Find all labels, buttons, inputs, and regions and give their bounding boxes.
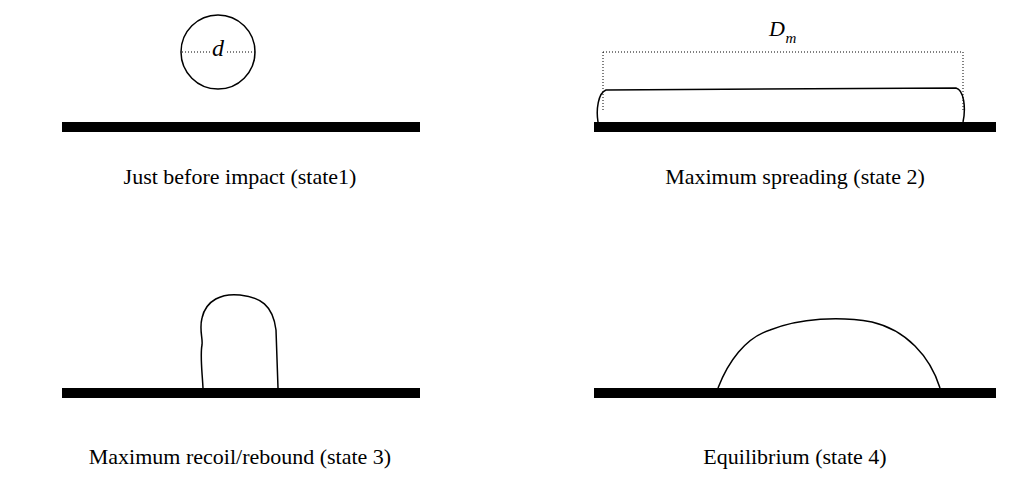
state-caption: Just before impact (state1) xyxy=(124,166,357,188)
extension-line xyxy=(603,52,604,110)
diameter-symbol: d xyxy=(211,36,225,60)
recoil-droplet xyxy=(201,295,278,388)
substrate xyxy=(62,388,420,398)
substrate xyxy=(62,122,420,132)
state-caption: Maximum recoil/rebound (state 3) xyxy=(89,446,391,468)
extension-line xyxy=(963,52,964,110)
spread-droplet xyxy=(597,88,964,122)
droplet-outline xyxy=(181,15,255,89)
substrate xyxy=(594,388,996,398)
substrate xyxy=(594,122,996,132)
dimension-subscript: m xyxy=(786,31,797,46)
dimension-line xyxy=(603,52,963,53)
equilibrium-droplet xyxy=(718,319,940,388)
dimension-symbol: D xyxy=(769,18,785,40)
state-caption: Maximum spreading (state 2) xyxy=(665,166,925,188)
droplet-circle: d xyxy=(180,14,256,90)
state-caption: Equilibrium (state 4) xyxy=(703,446,886,468)
